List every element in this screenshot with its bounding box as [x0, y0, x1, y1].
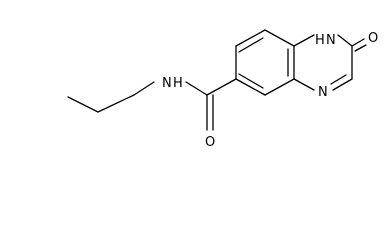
structure-canvas: H N O N N H O	[67, 29, 378, 150]
atom-o-amide: O	[205, 135, 215, 150]
bond-ring-camide	[206, 78, 237, 96]
bond-n4-c7	[293, 78, 315, 91]
atom-h-amide: H	[173, 76, 183, 91]
bond-n1-c2	[337, 34, 353, 47]
bond-c4a-c5-inner	[238, 37, 264, 53]
bond-c7-c8	[264, 78, 295, 96]
atom-h-ring: H	[315, 33, 325, 48]
bond-c1-c2	[97, 94, 135, 113]
atom-n-ring-bottom: N	[318, 85, 328, 100]
bond-c8-c8a-inner	[238, 73, 264, 89]
bond-c5-c6	[264, 29, 295, 47]
bond-c2-o	[351, 38, 365, 47]
bond-c3-n4	[332, 78, 353, 91]
atom-n-ring-top: N	[326, 33, 336, 48]
atom-o-ring: O	[368, 31, 378, 46]
bond-c2-o-inner	[354, 44, 367, 52]
bond-camide-n	[185, 81, 208, 96]
bond-c2-c3	[67, 96, 99, 113]
bond-c6-n1	[293, 34, 315, 47]
bond-c4a-c5	[235, 29, 266, 47]
bond-c8-c8a	[235, 78, 266, 96]
bond-c3-n4-inner	[330, 74, 347, 85]
molecule-structure: H N O N N H O	[67, 29, 378, 150]
bond-n-c1	[133, 81, 155, 96]
atom-n-amide: N	[162, 76, 172, 91]
